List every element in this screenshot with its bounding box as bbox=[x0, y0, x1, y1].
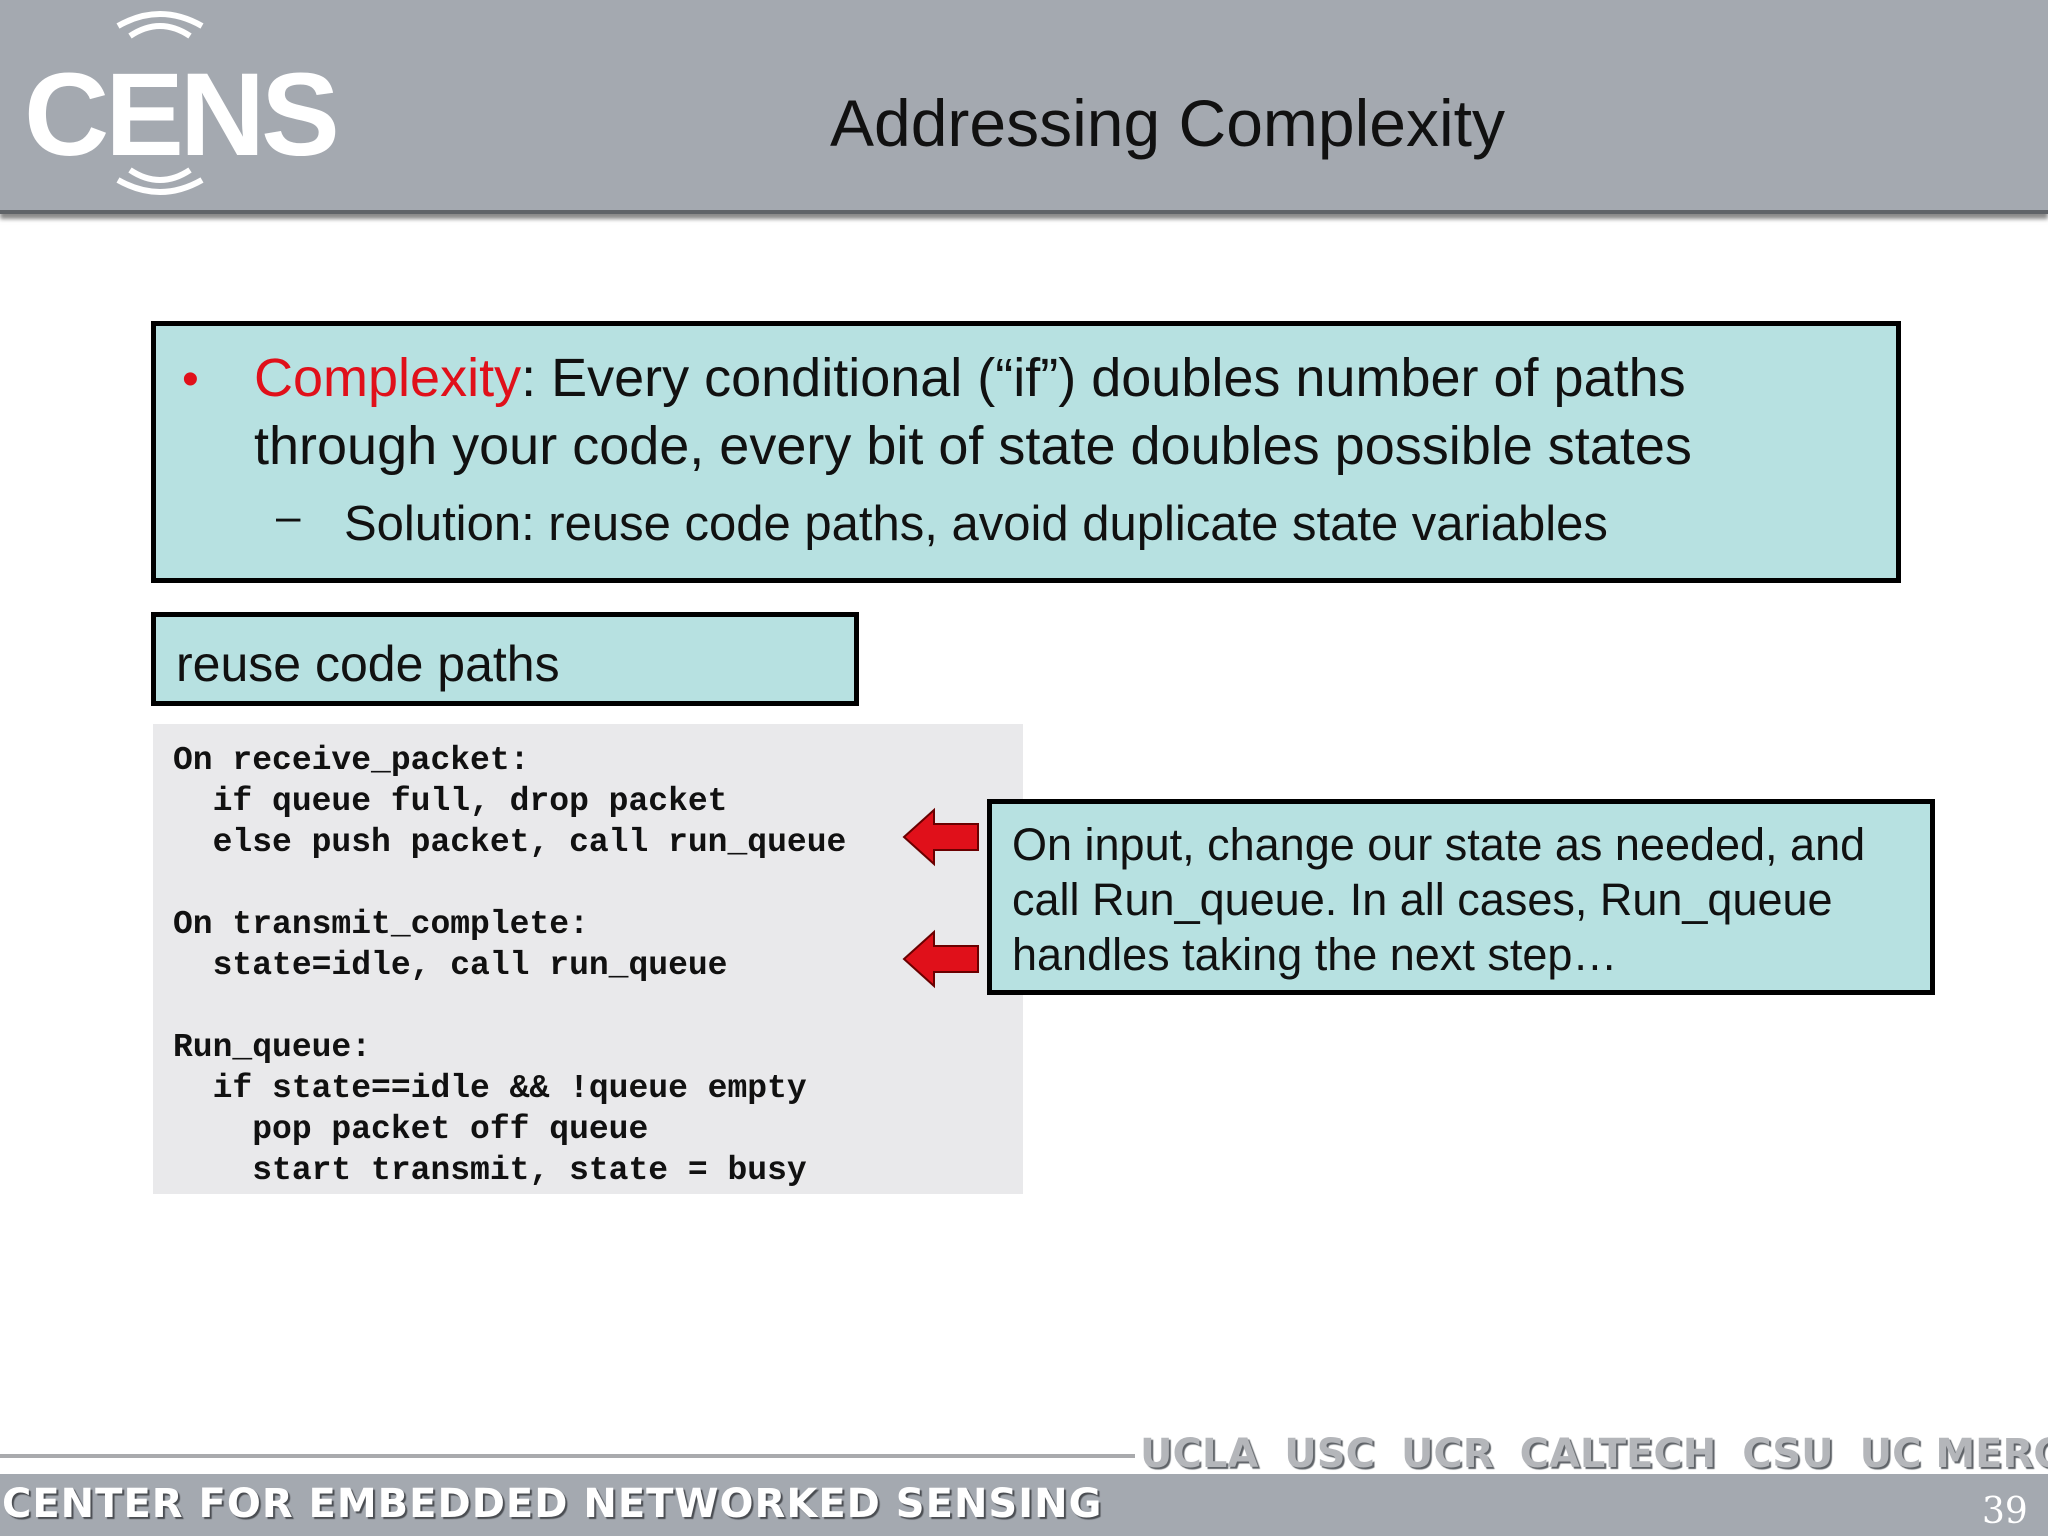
bullet-marker: • bbox=[182, 353, 199, 406]
signal-waves-icon bbox=[116, 11, 204, 195]
campus-name: UCR bbox=[1400, 1431, 1494, 1477]
code-line: if state==idle && !queue empty bbox=[173, 1070, 807, 1107]
campus-name: CSU bbox=[1742, 1431, 1834, 1477]
note-box: On input, change our state as needed, an… bbox=[987, 799, 1935, 995]
code-line: On receive_packet: bbox=[173, 742, 530, 779]
left-arrow-icon bbox=[902, 807, 979, 867]
code-block: On receive_packet: if queue full, drop p… bbox=[153, 724, 1023, 1194]
logo-wordmark: CENS bbox=[24, 49, 340, 181]
campus-name: CALTECH bbox=[1519, 1431, 1717, 1477]
left-arrow-icon bbox=[902, 929, 979, 989]
note-text: On input, change our state as needed, an… bbox=[1012, 819, 1866, 980]
code-line: start transmit, state = busy bbox=[173, 1152, 807, 1189]
cens-logo: CENS bbox=[20, 8, 340, 198]
sub-bullet-dash: – bbox=[276, 492, 301, 541]
campus-list: UCLA USC UCR CALTECH CSU UC MERCED bbox=[1140, 1434, 2048, 1474]
campus-name: UCLA bbox=[1140, 1431, 1259, 1477]
complexity-box: • Complexity: Every conditional (“if”) d… bbox=[151, 321, 1901, 583]
reuse-label-box: reuse code paths bbox=[151, 612, 859, 706]
slide-title: Addressing Complexity bbox=[830, 86, 1505, 160]
footer-org-name: CENTER FOR EMBEDDED NETWORKED SENSING bbox=[2, 1481, 1103, 1527]
code-line: pop packet off queue bbox=[173, 1111, 649, 1148]
campus-name: USC bbox=[1284, 1431, 1375, 1477]
bullet-text: Complexity: Every conditional (“if”) dou… bbox=[254, 344, 1874, 480]
code-line: Run_queue: bbox=[173, 1029, 372, 1066]
sub-bullet-text: Solution: reuse code paths, avoid duplic… bbox=[344, 497, 1608, 551]
code-line: state=idle, call run_queue bbox=[173, 947, 728, 984]
code-line: else push packet, call run_queue bbox=[173, 824, 847, 861]
code-line: if queue full, drop packet bbox=[173, 783, 728, 820]
code-line: On transmit_complete: bbox=[173, 906, 589, 943]
page-number: 39 bbox=[1982, 1491, 2028, 1532]
campus-name: UC MERCED bbox=[1859, 1431, 2048, 1477]
bullet-body: : Every conditional (“if”) doubles numbe… bbox=[254, 348, 1692, 476]
slide-header: CENS Addressing Complexity bbox=[0, 0, 2048, 214]
reuse-label-text: reuse code paths bbox=[176, 636, 560, 692]
keyword-complexity: Complexity bbox=[254, 348, 522, 408]
footer-bar bbox=[0, 1474, 2048, 1536]
footer-divider bbox=[0, 1454, 1135, 1458]
